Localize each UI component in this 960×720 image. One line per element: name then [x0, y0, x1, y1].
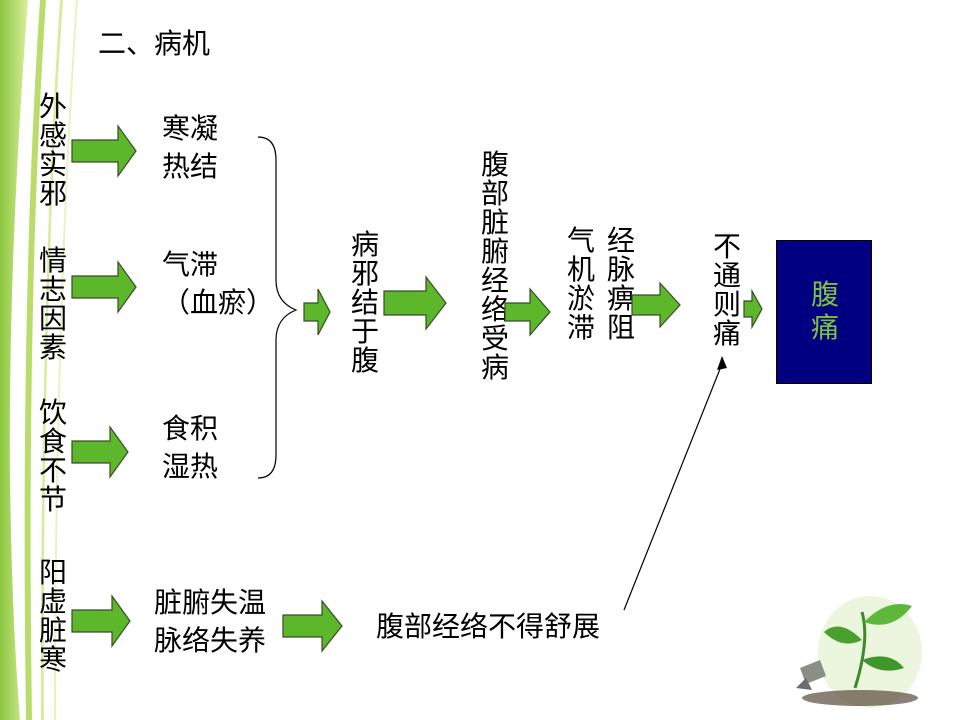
arrow-to-qi	[504, 287, 551, 337]
label-damp: 湿热	[162, 450, 219, 483]
meridian-text: 腹部脏腑经络受病	[480, 148, 509, 384]
arrow-to-result	[743, 288, 763, 330]
no-flow-text: 不通则痛	[712, 230, 741, 350]
cause-diet: 饮食不节	[38, 396, 67, 516]
label-blood: （血瘀）	[162, 286, 275, 319]
arrow-to-channels	[282, 599, 343, 653]
label-qi: 气滞	[162, 248, 219, 281]
label-organ: 脏腑失温	[154, 586, 267, 619]
arrow-to-no-flow	[631, 281, 681, 329]
result-text: 腹痛	[810, 278, 839, 344]
label-heat: 热结	[162, 150, 219, 183]
arrow-external	[71, 124, 137, 178]
arrow-to-meridian	[383, 275, 447, 331]
arrow-yang	[71, 594, 131, 648]
result-box	[776, 240, 872, 384]
label-channel: 脉络失养	[154, 624, 267, 657]
qi-stagnation-text: 气机淤滞	[566, 224, 595, 344]
arrow-diet	[71, 425, 129, 479]
blockage-text: 经脉痹阻	[606, 224, 635, 344]
arrow-emotion	[71, 260, 137, 314]
label-cold: 寒凝	[162, 112, 219, 145]
page-title: 二、病机	[98, 27, 211, 60]
label-food: 食积	[162, 412, 219, 445]
arrow-to-pathogen	[303, 288, 331, 336]
connector-line	[623, 363, 723, 611]
channels-text: 腹部经络不得舒展	[376, 610, 601, 643]
pathogen-text: 病邪结于腹	[350, 228, 379, 377]
cause-emotion: 情志因素	[38, 244, 67, 364]
cause-yang-deficiency: 阳虚脏寒	[38, 556, 67, 676]
cause-external: 外感实邪	[38, 90, 67, 210]
brace	[257, 136, 298, 479]
lightbulb-plant-icon	[796, 596, 922, 708]
